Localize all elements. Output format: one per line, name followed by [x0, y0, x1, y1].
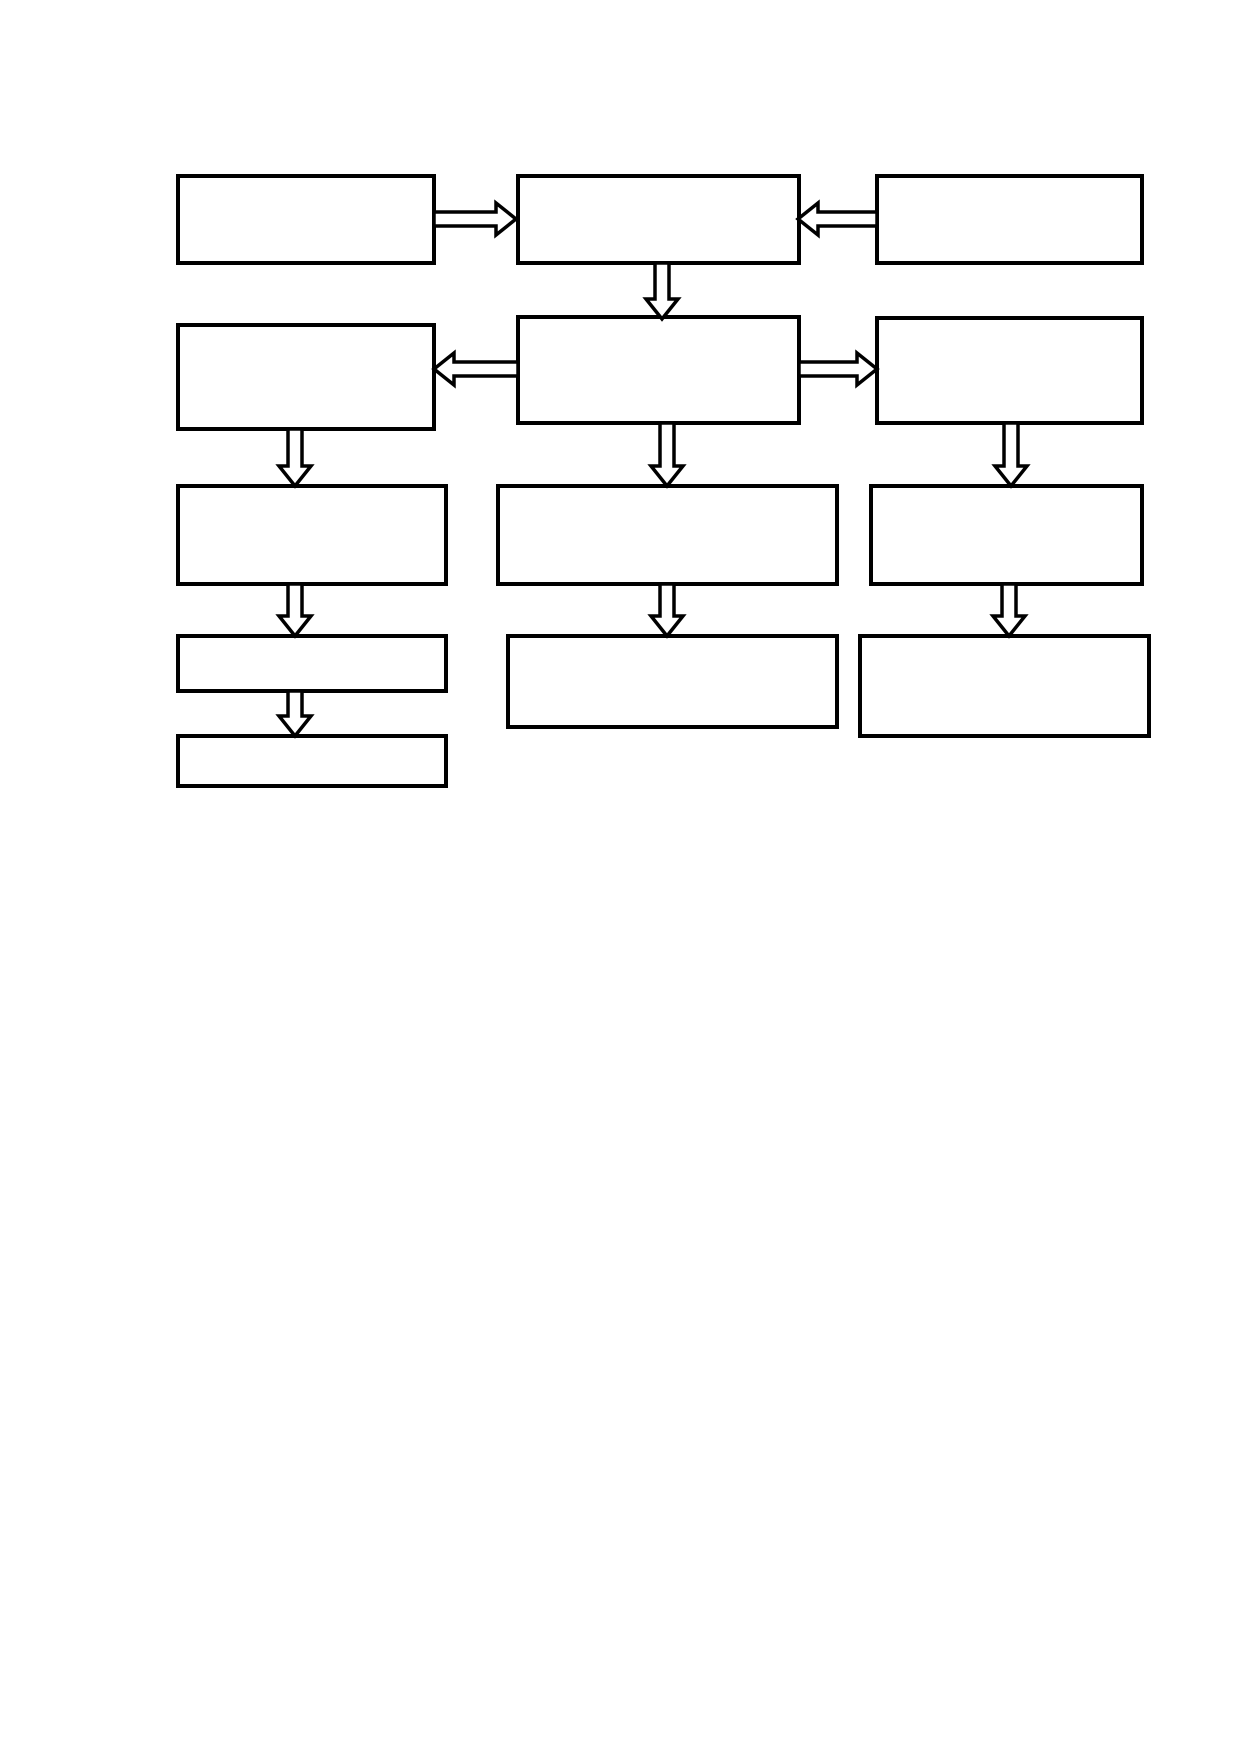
arrow-node-top-center-to-node-middle-center [642, 261, 682, 322]
arrow-node-middle-left-to-node-row3-left [275, 427, 315, 489]
node-top-right-box [875, 174, 1144, 265]
node-middle-right-box [875, 316, 1144, 425]
arrow-node-top-right-to-node-top-center [795, 199, 879, 239]
node-row4-left-box [176, 634, 448, 693]
arrow-node-middle-right-to-node-row3-right [991, 421, 1031, 489]
arrow-node-middle-center-to-node-middle-right [797, 349, 880, 389]
arrow-node-row3-right-to-node-row4-right [989, 582, 1029, 639]
node-top-left-box [176, 174, 436, 265]
arrow-node-middle-center-to-node-middle-left [431, 349, 520, 389]
node-row3-right-box [869, 484, 1144, 586]
arrow-node-row3-center-to-node-row4-center [647, 582, 687, 639]
node-top-center-box [516, 174, 801, 265]
node-row5-left-box [176, 734, 448, 788]
node-row3-left-box [176, 484, 448, 586]
arrow-node-row4-left-to-node-row5-left [275, 689, 315, 739]
boxes-layer [176, 174, 1151, 788]
node-middle-center-box [516, 315, 801, 425]
arrow-node-row3-left-to-node-row4-left [275, 582, 315, 639]
arrow-node-middle-center-to-node-row3-center [647, 421, 687, 489]
node-row4-center-box [506, 634, 839, 729]
arrows-layer [275, 199, 1031, 739]
node-middle-left-box [176, 323, 436, 431]
arrow-node-top-left-to-node-top-center [432, 199, 519, 239]
node-row4-right-box [858, 634, 1151, 738]
node-row3-center-box [496, 484, 839, 586]
